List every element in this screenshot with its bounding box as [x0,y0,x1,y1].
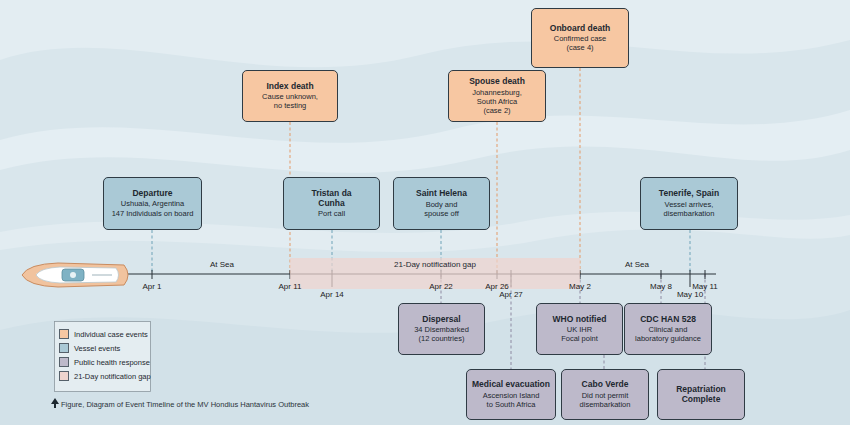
leader-line [604,355,605,369]
ship-funnel [70,272,76,278]
box-detail: 147 Individuals on board [112,209,194,218]
date-label: Apr 22 [429,283,453,292]
ship-hull [22,263,128,287]
ship-illustration [22,263,128,287]
response-box: Dispersal34 Disembarked (12 countries) [398,303,485,355]
legend-entry: Vessel events [59,341,151,355]
legend-text: 21-Day notification gap [74,372,151,381]
box-detail: UK IHR Focal point [560,325,600,343]
legend-swatch [59,371,69,381]
tick-mark [705,270,706,279]
segment-label: At Sea [210,261,234,270]
legend-entry: Public health response [59,355,151,369]
date-label: May 10 [677,291,703,300]
tick-mark [661,270,662,279]
legend-swatch [59,329,69,339]
box-detail: Ushuaia, Argentina [121,199,184,208]
box-title: Medical evacuation [472,380,550,390]
box-title: Departure [132,189,172,199]
response-box: Repatriation Complete [657,369,745,420]
leader-line [497,122,498,274]
box-detail: Vessel arrives, disembarkation [654,200,724,218]
legend-text: Individual case events [74,330,148,339]
response-box: CDC HAN 528Clinical and laboratory guida… [624,303,712,355]
wave [0,308,850,425]
ship-deck [36,267,119,283]
leader-line [690,230,691,274]
box-detail: Cause unknown, no testing [260,92,320,110]
caption-symbol [51,398,59,408]
box-title: Spouse death [469,77,525,87]
box-detail: Ascension Island to South Africa [481,391,541,409]
wave [0,110,850,173]
vessel-event-box: DepartureUshuaia, Argentina147 Individua… [103,177,202,230]
legend-text: Vessel events [74,344,120,353]
box-title: Repatriation Complete [664,385,739,405]
response-box: WHO notifiedUK IHR Focal point [536,303,623,355]
box-title: Dispersal [422,315,460,325]
legend-entry: 21-Day notification gap [59,369,151,383]
box-detail: Confirmed case (case 4) [550,34,610,52]
date-label: May 2 [569,283,591,292]
box-title: CDC HAN 528 [640,315,696,325]
wave [0,0,850,67]
date-label: Apr 11 [279,283,302,292]
vessel-event-box: Tristan da CunhaPort call [283,177,380,230]
case-event-box: Onboard deathConfirmed case (case 4) [531,8,629,68]
date-label: Apr 14 [320,291,344,300]
box-title: Index death [266,82,313,92]
box-detail: Did not permit disembarkation [575,391,635,409]
box-detail: 34 Disembarked (12 countries) [412,325,472,343]
case-event-box: Index deathCause unknown, no testing [242,70,338,122]
date-label: May 8 [650,283,672,292]
date-label: May 11 [692,283,718,292]
response-box: Medical evacuationAscension Island to So… [466,369,556,420]
legend-frame [55,322,151,392]
ship-bridge [62,269,84,281]
date-label: Apr 1 [142,283,161,292]
legend: Individual case eventsVessel eventsPubli… [59,327,151,383]
vessel-event-box: Saint HelenaBody and spouse off [393,177,490,230]
box-title: Onboard death [550,24,610,34]
tick-mark [152,270,153,279]
tick-mark [690,270,691,287]
case-event-box: Spouse deathJohannesburg, South Africa (… [448,70,546,122]
leader-line [580,68,581,274]
leader-line [152,230,153,274]
vessel-event-box: Tenerife, SpainVessel arrives, disembark… [640,177,738,230]
response-box: Cabo VerdeDid not permit disembarkation [561,369,649,420]
box-title: WHO notified [553,315,607,325]
box-title: Saint Helena [416,189,467,199]
legend-text: Public health response [74,358,150,367]
ship-detail [92,275,112,276]
legend-entry: Individual case events [59,327,151,341]
box-detail: Johannesburg, South Africa (case 2) [468,88,526,115]
box-detail: Body and spouse off [419,200,464,218]
box-detail: Clinical and laboratory guidance [634,325,702,343]
legend-swatch [59,343,69,353]
box-title: Cabo Verde [582,380,629,390]
box-title: Tenerife, Spain [659,189,719,199]
box-title: Tristan da Cunha [304,189,359,209]
box-detail: Port call [318,209,345,218]
box-title: 21-Day notification gap [394,260,476,270]
legend-swatch [59,357,69,367]
figure-caption: Figure, Diagram of Event Timeline of the… [61,400,309,409]
segment-label: At Sea [625,261,649,270]
date-label: Apr 27 [499,291,523,300]
